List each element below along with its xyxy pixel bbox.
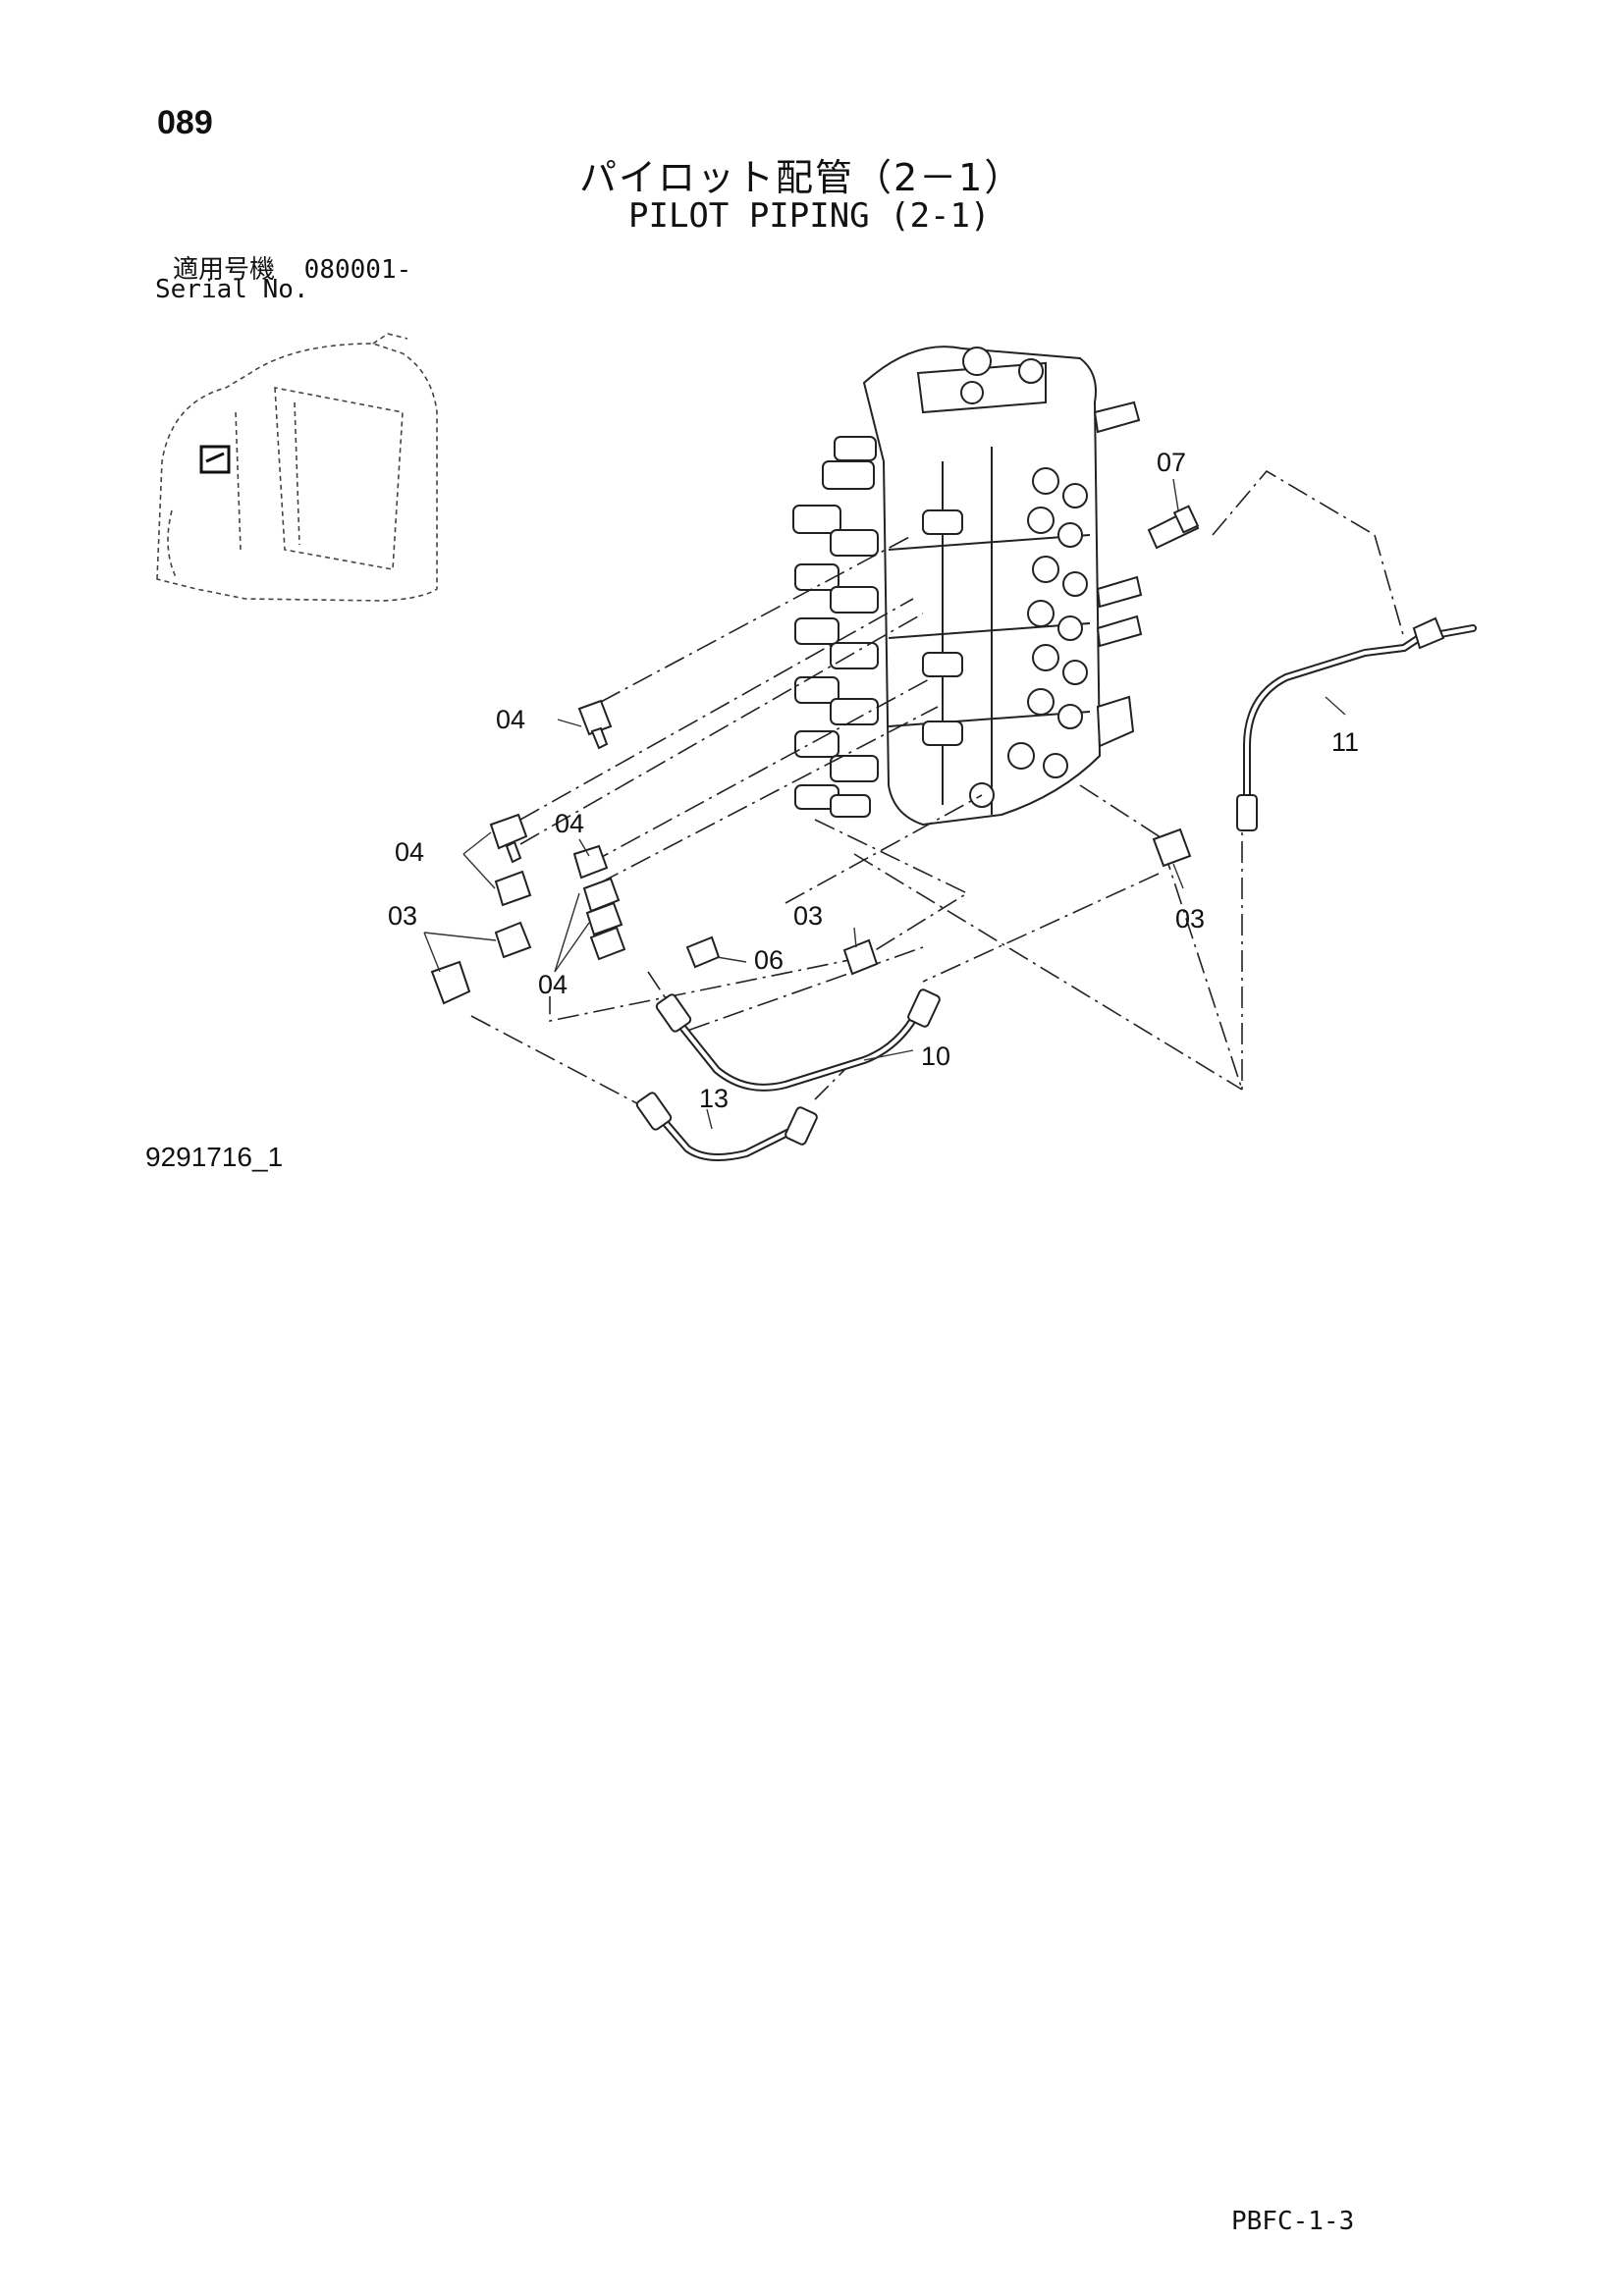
- page-title-japanese: パイロット配管（2－1）: [579, 156, 1024, 199]
- callout-10: 10: [921, 1041, 950, 1071]
- serial-label-japanese: 適用号機: [173, 255, 276, 285]
- callout-07: 07: [1157, 448, 1186, 477]
- pipes: [635, 616, 1477, 1161]
- callout-04-bottom: 04: [538, 970, 568, 999]
- callout-04-center: 04: [555, 809, 584, 838]
- page-title-english: PILOT PIPING (2-1): [628, 196, 991, 236]
- control-valve-assembly: [792, 346, 1143, 827]
- callout-11: 11: [1331, 727, 1359, 757]
- callout-03-center: 03: [793, 901, 823, 931]
- valve-location-marker: [199, 445, 231, 474]
- page-number: 089: [157, 104, 213, 141]
- callout-04-top: 04: [496, 705, 525, 734]
- machine-locator-sketch: [156, 333, 438, 602]
- callout-13: 13: [699, 1084, 729, 1113]
- callout-06: 06: [754, 945, 784, 975]
- callout-03-left: 03: [388, 901, 417, 931]
- leader-lines: [423, 478, 1346, 1130]
- serial-label-english: Serial No.: [155, 275, 309, 304]
- callout-03-right: 03: [1175, 904, 1205, 934]
- page-code: PBFC-1-3: [1231, 2207, 1355, 2236]
- callout-04-left: 04: [395, 837, 424, 867]
- fittings: [430, 505, 1200, 1005]
- serial-range: 適用号機 080001-: [173, 249, 411, 286]
- serial-value: 080001-: [303, 255, 412, 285]
- figure-number: 9291716_1: [145, 1142, 284, 1172]
- callout-labels: 04 04 04 04 03 03 03 06 07 10 11 13: [388, 448, 1359, 1113]
- connection-lines: [470, 469, 1405, 1110]
